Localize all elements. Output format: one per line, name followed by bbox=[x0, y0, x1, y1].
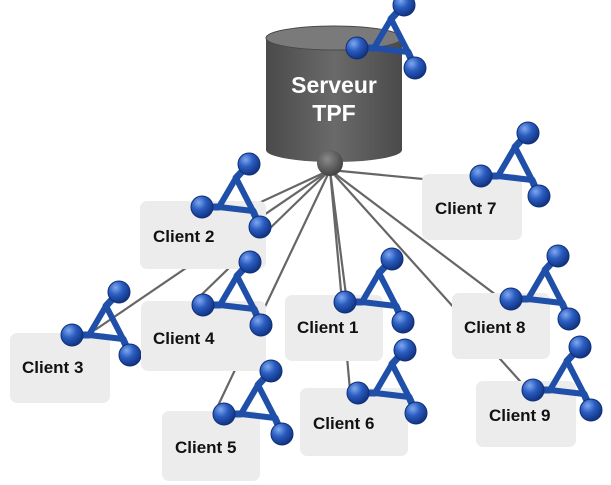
client-9-label: Client 9 bbox=[489, 406, 550, 425]
client-3-box bbox=[10, 333, 110, 403]
client-8: Client 8 bbox=[452, 245, 580, 359]
client-1-label: Client 1 bbox=[297, 318, 358, 337]
server-hub bbox=[317, 150, 343, 176]
server-label-line2: TPF bbox=[312, 100, 355, 126]
client-6-label: Client 6 bbox=[313, 414, 374, 433]
client-1: Client 1 bbox=[285, 248, 414, 361]
server-database: Serveur TPF bbox=[265, 25, 403, 176]
client-1-box bbox=[285, 295, 383, 361]
client-7: Client 7 bbox=[422, 122, 550, 240]
client-3-label: Client 3 bbox=[22, 358, 83, 377]
client-7-label: Client 7 bbox=[435, 199, 496, 218]
client-3: Client 3 bbox=[10, 281, 141, 403]
client-5: Client 5 bbox=[162, 360, 293, 481]
client-5-label: Client 5 bbox=[175, 438, 236, 457]
client-2-box bbox=[140, 201, 266, 269]
client-4-label: Client 4 bbox=[153, 329, 215, 348]
client-5-box bbox=[162, 411, 260, 481]
client-7-box bbox=[422, 174, 522, 240]
client-9-box bbox=[476, 381, 576, 447]
link-client-8 bbox=[329, 169, 501, 299]
link-client-5 bbox=[214, 169, 331, 413]
client-8-label: Client 8 bbox=[464, 318, 525, 337]
client-2-label: Client 2 bbox=[153, 227, 214, 246]
client-4: Client 4 bbox=[141, 251, 272, 371]
client-6: Client 6 bbox=[300, 339, 427, 456]
server-label-line1: Serveur bbox=[291, 72, 377, 98]
client-2: Client 2 bbox=[140, 153, 271, 269]
client-4-box bbox=[141, 301, 266, 371]
client-8-box bbox=[452, 293, 550, 359]
client-9: Client 9 bbox=[476, 336, 602, 447]
client-6-box bbox=[300, 388, 408, 456]
